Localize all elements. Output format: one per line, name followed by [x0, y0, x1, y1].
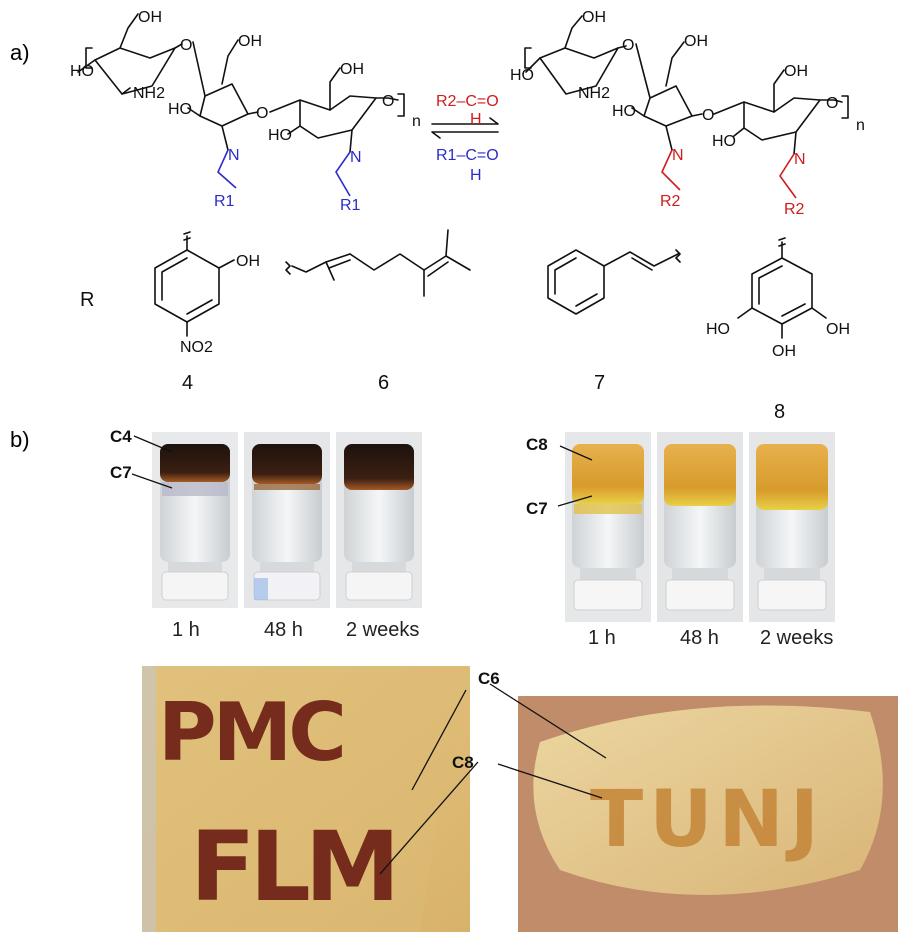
- svg-text:HO: HO: [70, 63, 94, 80]
- svg-text:R1: R1: [214, 193, 235, 210]
- panel-label-b: b): [10, 427, 30, 452]
- compound-number-6: 6: [378, 372, 389, 394]
- time-right-2: 48 h: [680, 627, 719, 649]
- equilibrium-arrows: R2–C=O H R1–C=O H: [431, 93, 499, 184]
- svg-text:N: N: [672, 147, 684, 164]
- time-right-1: 1 h: [588, 627, 616, 649]
- svg-text:HO: HO: [612, 103, 636, 120]
- time-left-3: 2 weeks: [346, 619, 419, 641]
- svg-text:R2–C=O: R2–C=O: [436, 93, 499, 110]
- svg-text:FLM: FLM: [190, 811, 394, 923]
- svg-text:R1: R1: [340, 197, 361, 214]
- svg-text:O: O: [180, 37, 192, 54]
- svg-text:PMC: PMC: [158, 686, 343, 779]
- svg-text:HO: HO: [706, 321, 730, 338]
- svg-text:R2: R2: [660, 193, 681, 210]
- svg-text:N: N: [350, 149, 362, 166]
- label-c7-left: C7: [110, 463, 132, 482]
- substituent-7: 7: [547, 249, 681, 394]
- svg-text:HO: HO: [268, 127, 292, 144]
- substituent-6: 6: [285, 229, 471, 394]
- r-label: R: [80, 289, 94, 311]
- film-callouts: C6 C8: [379, 669, 607, 875]
- svg-text:O: O: [826, 95, 838, 112]
- svg-text:NH2: NH2: [578, 85, 610, 102]
- film-photo-right: TUNJ: [518, 696, 898, 932]
- svg-text:HO: HO: [712, 133, 736, 150]
- svg-text:OH: OH: [784, 63, 808, 80]
- svg-text:OH: OH: [236, 253, 260, 270]
- svg-text:NH2: NH2: [133, 85, 165, 102]
- svg-text:n: n: [856, 117, 865, 134]
- label-c6: C6: [478, 669, 500, 688]
- svg-text:HO: HO: [510, 67, 534, 84]
- vials-c8-c7-photos: C8 C7 1 h 48 h 2 weeks: [526, 432, 835, 649]
- svg-text:NO2: NO2: [180, 339, 213, 356]
- time-right-3: 2 weeks: [760, 627, 833, 649]
- svg-text:HO: HO: [168, 101, 192, 118]
- time-left-2: 48 h: [264, 619, 303, 641]
- svg-text:OH: OH: [340, 61, 364, 78]
- svg-text:OH: OH: [238, 33, 262, 50]
- svg-text:H: H: [470, 111, 482, 128]
- label-c8-top: C8: [526, 435, 548, 454]
- label-c8-film: C8: [452, 753, 474, 772]
- svg-text:OH: OH: [138, 9, 162, 26]
- svg-text:O: O: [702, 107, 714, 124]
- svg-text:OH: OH: [582, 9, 606, 26]
- svg-text:O: O: [622, 37, 634, 54]
- svg-text:OH: OH: [772, 343, 796, 360]
- svg-text:OH: OH: [684, 33, 708, 50]
- substituent-8: HO OH OH 8: [706, 237, 850, 423]
- svg-text:N: N: [228, 147, 240, 164]
- svg-text:H: H: [470, 167, 482, 184]
- svg-text:OH: OH: [826, 321, 850, 338]
- svg-text:n: n: [412, 113, 421, 130]
- time-left-1: 1 h: [172, 619, 200, 641]
- film-photo-left: PMC FLM: [142, 666, 470, 932]
- polymer-r2-structure: OH HO NH2 O OH HO N R2 O OH HO N R2 O n: [510, 9, 865, 218]
- svg-text:TUNJ: TUNJ: [590, 775, 825, 865]
- svg-text:R2: R2: [784, 201, 805, 218]
- compound-number-7: 7: [594, 372, 605, 394]
- svg-text:N: N: [794, 151, 806, 168]
- substituent-4: OH NO2 4: [154, 231, 260, 394]
- svg-text:R1–C=O: R1–C=O: [436, 147, 499, 164]
- compound-number-8: 8: [774, 401, 785, 423]
- label-c4: C4: [110, 427, 132, 446]
- svg-text:O: O: [382, 93, 394, 110]
- compound-number-4: 4: [182, 372, 193, 394]
- vials-c4-c7-photos: C4 C7 1 h 48 h 2 weeks: [110, 427, 422, 641]
- polymer-r1-structure: OH HO NH2 O OH HO N R1 O OH HO N R1 O n: [70, 9, 421, 214]
- label-c7-right: C7: [526, 499, 548, 518]
- svg-text:O: O: [256, 105, 268, 122]
- panel-label-a: a): [10, 40, 30, 65]
